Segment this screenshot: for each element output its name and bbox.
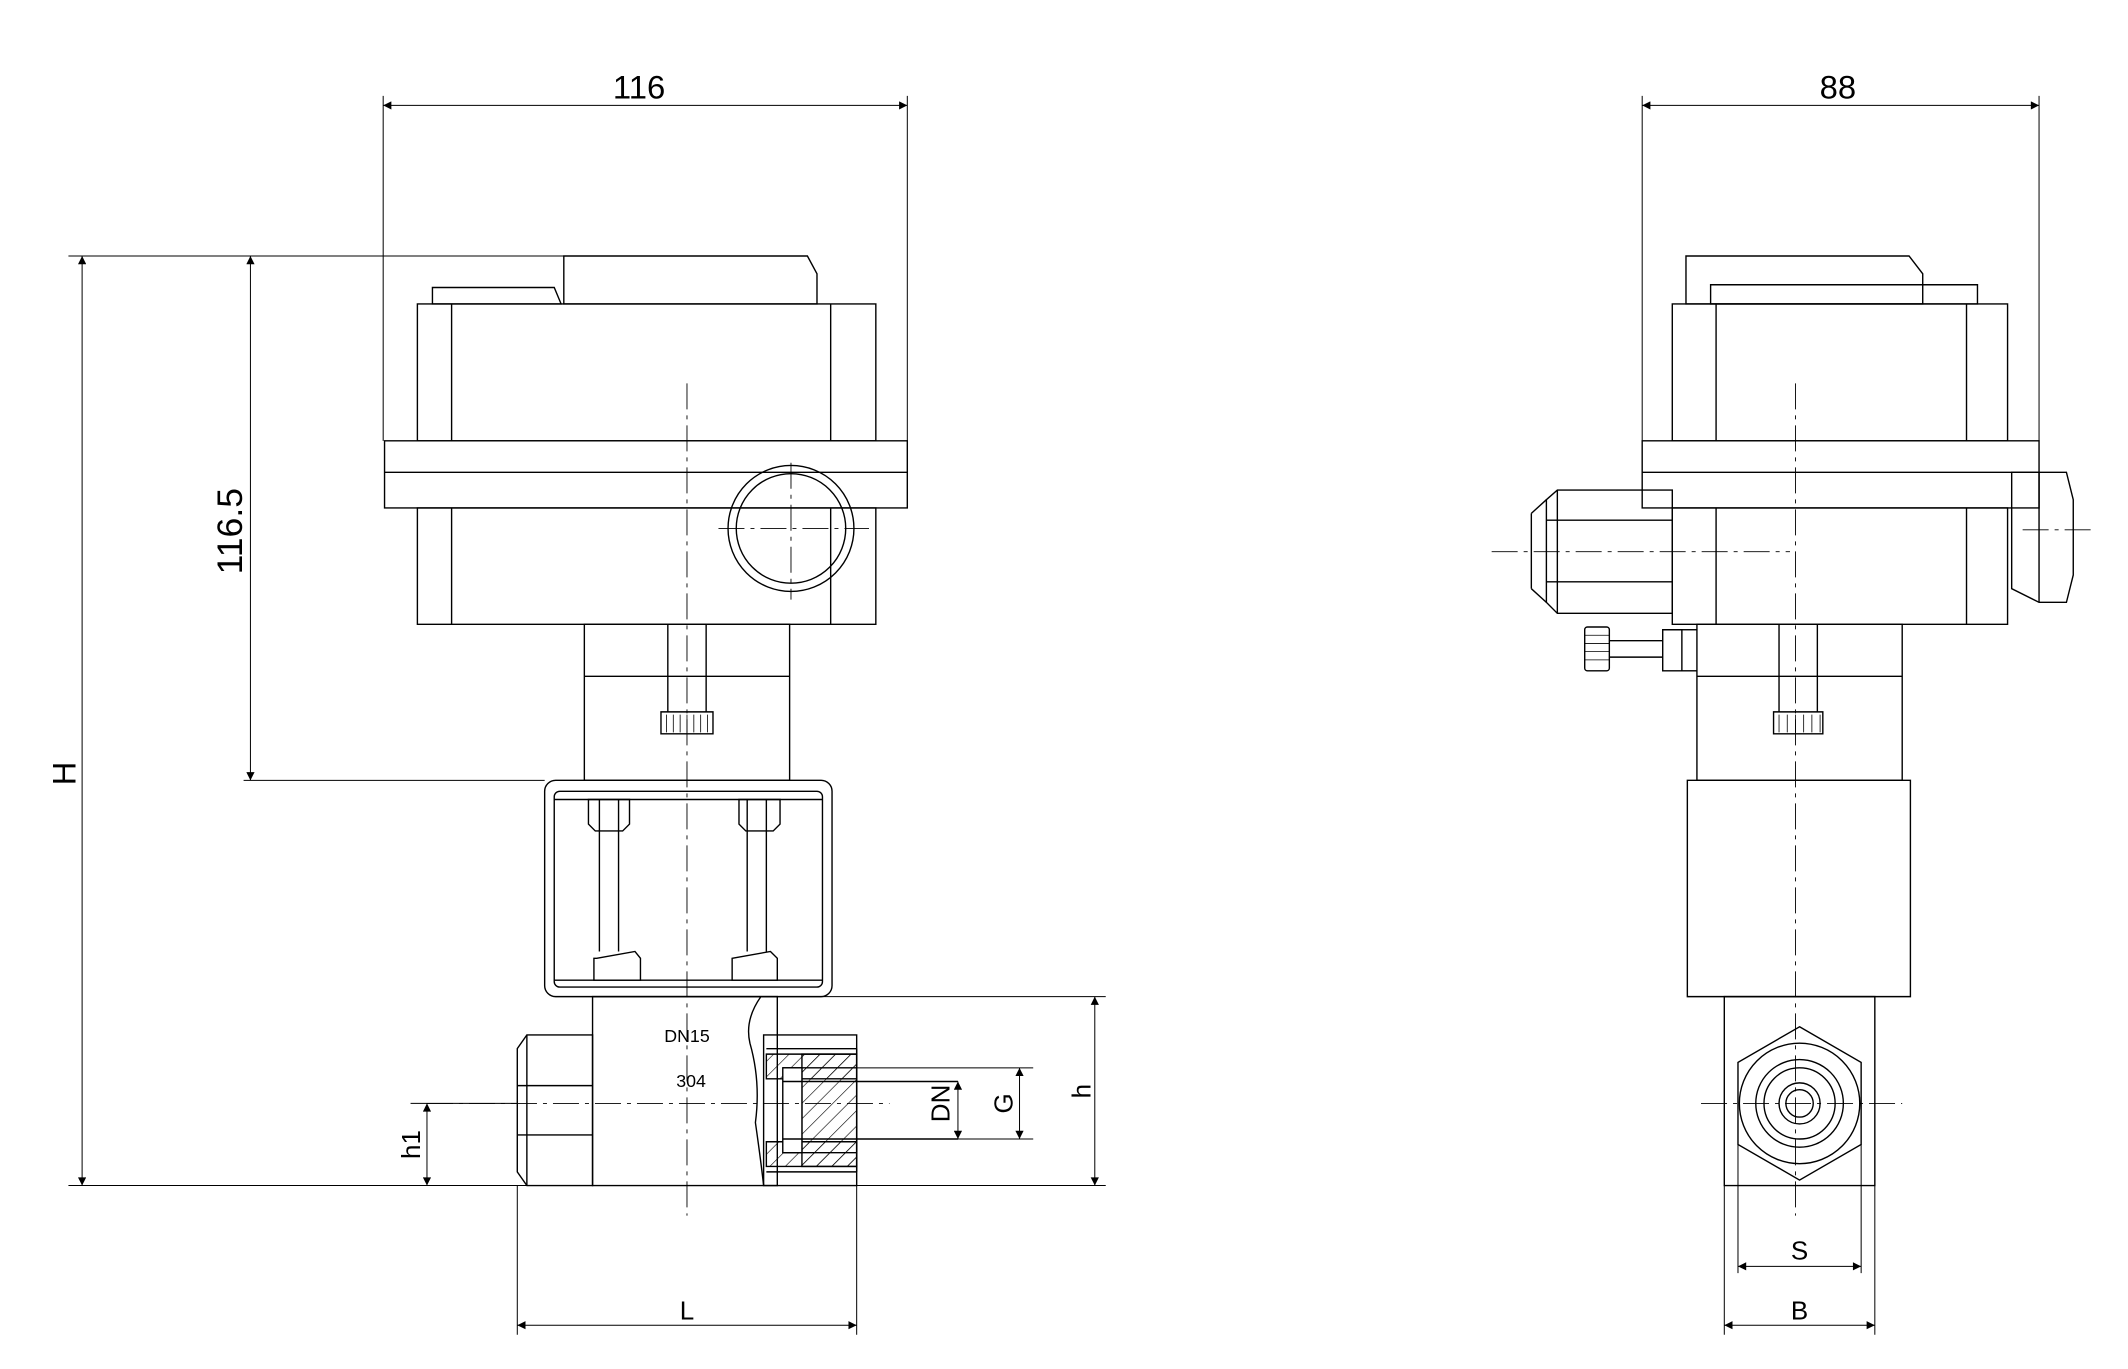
dim-center-height: h1 [396, 1130, 426, 1159]
dim-width-side: 88 [1820, 69, 1857, 106]
dim-body-width: B [1791, 1296, 1808, 1326]
dim-bore: DN [926, 1085, 956, 1123]
actuator-housing [385, 256, 908, 624]
front-view [68, 96, 1105, 1335]
side-cable-gland [1531, 490, 1672, 613]
dim-actuator-height: 116.5 [210, 488, 250, 574]
body-size-label: DN15 [664, 1026, 710, 1046]
dim-hex: S [1791, 1235, 1808, 1265]
side-neck [1697, 624, 1902, 780]
side-plug [2012, 472, 2074, 602]
dim-body-height: h [1067, 1084, 1097, 1098]
side-knurled-screw [1585, 627, 1697, 671]
material-label: 304 [676, 1071, 706, 1091]
side-dimension-lines [1642, 96, 2039, 1335]
side-center-lines [1492, 383, 2091, 1215]
valve-body [517, 997, 958, 1186]
dim-total-height: H [45, 762, 82, 786]
dim-width-front: 116 [613, 69, 665, 106]
dim-length: L [680, 1296, 694, 1326]
dim-thread: G [989, 1093, 1019, 1113]
side-coupling [1687, 780, 1910, 996]
side-actuator-housing [1642, 256, 2039, 624]
side-valve-body [1724, 997, 1875, 1186]
side-view [1492, 96, 2091, 1335]
dimension-lines [68, 96, 1105, 1335]
coupling-frame [545, 780, 832, 996]
